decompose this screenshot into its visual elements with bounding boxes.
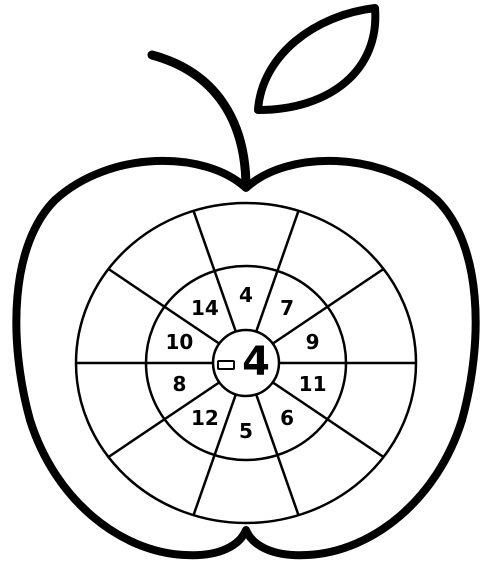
apple-leaf (258, 8, 375, 110)
inner-number: 5 (239, 419, 253, 443)
inner-number: 14 (191, 296, 219, 320)
inner-number: 11 (299, 372, 327, 396)
inner-number: 9 (306, 330, 320, 354)
inner-number: 12 (191, 406, 219, 430)
inner-number: 4 (239, 283, 253, 307)
inner-number: 10 (165, 330, 193, 354)
center-number: 4 (242, 339, 270, 385)
inner-number: 8 (172, 372, 186, 396)
minus-sign (218, 361, 234, 369)
inner-number: 7 (280, 296, 294, 320)
inner-number: 6 (280, 406, 294, 430)
